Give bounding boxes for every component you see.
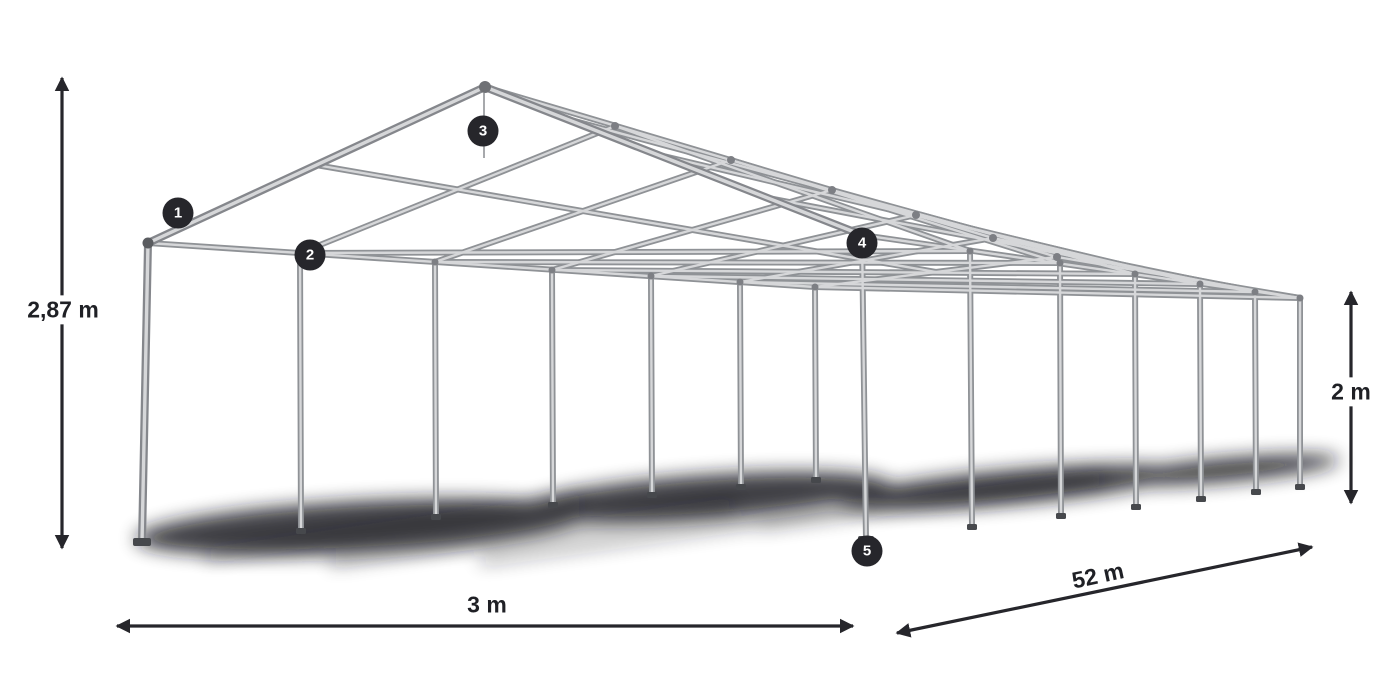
ground-shadows bbox=[135, 454, 1340, 556]
marker-2-button[interactable]: 2 bbox=[294, 239, 326, 271]
width-label: 3 m bbox=[460, 590, 514, 620]
marker-4-button[interactable]: 4 bbox=[846, 227, 878, 259]
marker-3-button[interactable]: 3 bbox=[467, 115, 499, 147]
shadow-streaks bbox=[204, 474, 1106, 566]
total-height-label: 2,87 m bbox=[20, 295, 106, 325]
side-height-label: 2 m bbox=[1324, 377, 1378, 407]
marker-1-button[interactable]: 1 bbox=[162, 197, 194, 229]
marker-5-button[interactable]: 5 bbox=[851, 535, 883, 567]
length-arrow bbox=[895, 542, 1314, 638]
